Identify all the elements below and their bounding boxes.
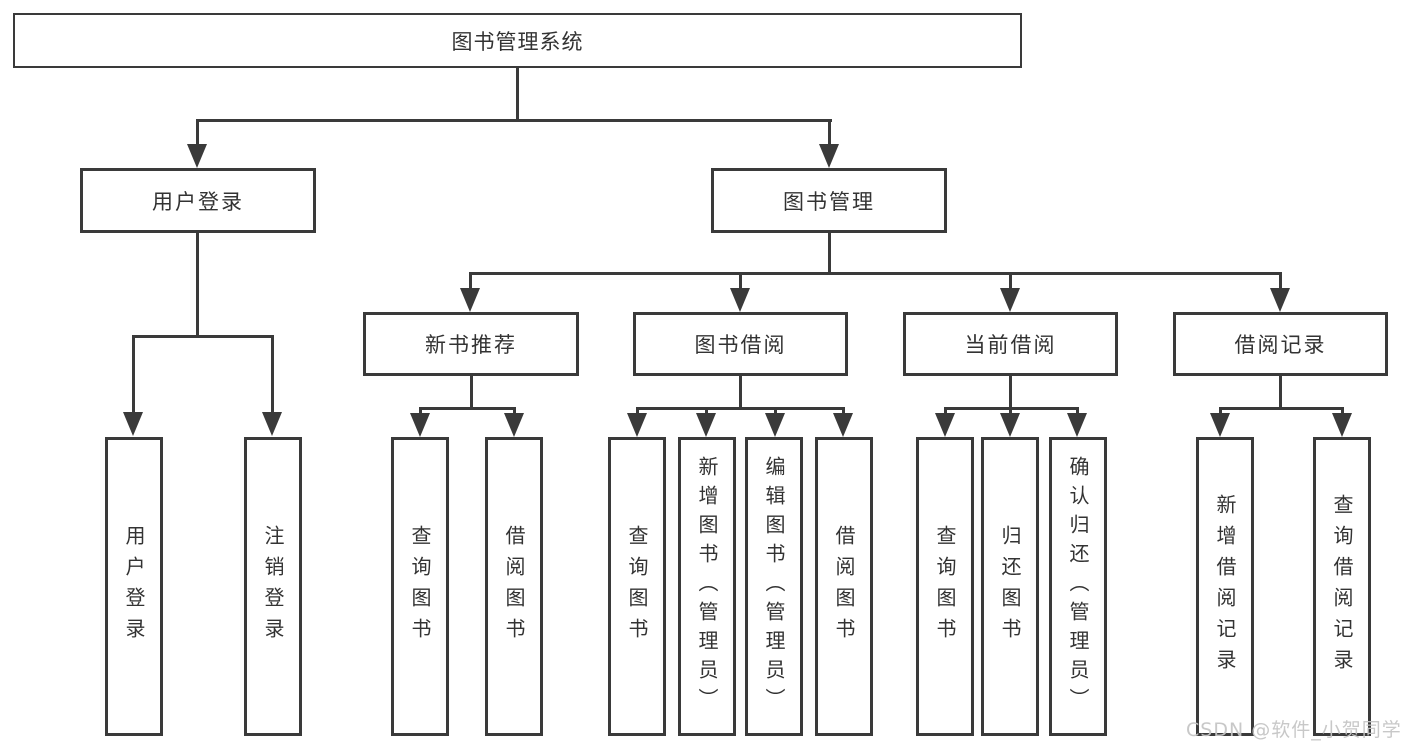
connector-line: [1341, 407, 1344, 416]
node-borrow-record: 借阅记录: [1173, 312, 1388, 376]
node-user-login: 用户登录: [80, 168, 316, 233]
arrow-down-icon: [460, 288, 480, 312]
node-label: 用户登录: [122, 524, 146, 649]
leaf-query-book-1: 查询图书: [391, 437, 449, 736]
connector-line: [944, 407, 947, 416]
connector-line: [196, 119, 832, 122]
arrow-down-icon: [410, 413, 430, 437]
arrow-down-icon: [935, 413, 955, 437]
connector-line: [1219, 407, 1344, 410]
connector-line: [132, 335, 274, 338]
csdn-watermark: CSDN @软件_小贺同学: [1186, 719, 1402, 741]
connector-line: [469, 272, 1282, 275]
node-book-management: 图书管理: [711, 168, 947, 233]
arrow-down-icon: [1000, 413, 1020, 437]
arrow-down-icon: [187, 144, 207, 168]
leaf-borrow-book-1: 借阅图书: [485, 437, 543, 736]
connector-line: [636, 407, 845, 410]
node-label: 用户登录: [152, 189, 244, 214]
arrow-down-icon: [765, 413, 785, 437]
connector-line: [196, 119, 199, 149]
connector-line: [196, 233, 199, 337]
connector-line: [271, 335, 274, 415]
leaf-logout-login: 注销登录: [244, 437, 302, 736]
connector-line: [1009, 376, 1012, 409]
connector-line: [1076, 407, 1079, 416]
connector-line: [828, 119, 831, 149]
node-label: 新增图书（管理员）: [695, 456, 719, 717]
node-label: 注销登录: [261, 524, 285, 649]
arrow-down-icon: [504, 413, 524, 437]
leaf-query-borrow-record: 查询借阅记录: [1313, 437, 1371, 736]
connector-line: [739, 272, 742, 290]
arrow-down-icon: [730, 288, 750, 312]
node-label: 查询图书: [408, 524, 432, 649]
arrow-down-icon: [1000, 288, 1020, 312]
node-book-borrow: 图书借阅: [633, 312, 848, 376]
arrow-down-icon: [819, 144, 839, 168]
node-label: 图书管理: [783, 189, 875, 214]
leaf-query-book-3: 查询图书: [916, 437, 974, 736]
arrow-down-icon: [1067, 413, 1087, 437]
connector-line: [774, 407, 777, 416]
connector-line: [419, 407, 422, 416]
leaf-confirm-return-admin: 确认归还（管理员）: [1049, 437, 1107, 736]
arrow-down-icon: [1270, 288, 1290, 312]
connector-line: [1279, 376, 1282, 409]
node-current-borrow: 当前借阅: [903, 312, 1118, 376]
node-label: 新增借阅记录: [1213, 493, 1237, 680]
node-label: 查询图书: [625, 524, 649, 649]
leaf-return-book: 归还图书: [981, 437, 1039, 736]
connector-line: [1279, 272, 1282, 290]
connector-line: [1219, 407, 1222, 416]
node-label: 借阅图书: [502, 524, 526, 649]
arrow-down-icon: [627, 413, 647, 437]
node-root: 图书管理系统: [13, 13, 1022, 68]
arrow-down-icon: [1210, 413, 1230, 437]
node-label: 图书管理系统: [451, 29, 584, 54]
node-label: 查询图书: [933, 524, 957, 649]
node-label: 借阅记录: [1234, 333, 1327, 357]
connector-line: [1009, 272, 1012, 290]
connector-line: [636, 407, 639, 416]
node-label: 当前借阅: [964, 333, 1057, 357]
node-new-book-recommend: 新书推荐: [363, 312, 579, 376]
node-label: 确认归还（管理员）: [1066, 456, 1090, 717]
leaf-add-book-admin: 新增图书（管理员）: [678, 437, 736, 736]
connector-line: [842, 407, 845, 416]
connector-line: [419, 407, 516, 410]
connector-line: [705, 407, 708, 416]
node-label: 归还图书: [998, 524, 1022, 649]
connector-line: [828, 233, 831, 274]
arrow-down-icon: [833, 413, 853, 437]
leaf-query-book-2: 查询图书: [608, 437, 666, 736]
node-label: 编辑图书（管理员）: [762, 456, 786, 717]
connector-line: [470, 376, 473, 409]
connector-line: [513, 407, 516, 416]
node-label: 查询借阅记录: [1330, 493, 1354, 680]
leaf-borrow-book-2: 借阅图书: [815, 437, 873, 736]
connector-line: [516, 68, 519, 121]
node-label: 新书推荐: [425, 333, 517, 357]
leaf-user-login: 用户登录: [105, 437, 163, 736]
connector-line: [739, 376, 742, 409]
connector-line: [132, 335, 135, 415]
connector-line: [1009, 407, 1012, 416]
leaf-edit-book-admin: 编辑图书（管理员）: [745, 437, 803, 736]
arrow-down-icon: [696, 413, 716, 437]
node-label: 借阅图书: [832, 524, 856, 649]
node-label: 图书借阅: [694, 333, 787, 357]
arrow-down-icon: [123, 412, 143, 436]
arrow-down-icon: [1332, 413, 1352, 437]
arrow-down-icon: [262, 412, 282, 436]
leaf-add-borrow-record: 新增借阅记录: [1196, 437, 1254, 736]
connector-line: [469, 272, 472, 290]
